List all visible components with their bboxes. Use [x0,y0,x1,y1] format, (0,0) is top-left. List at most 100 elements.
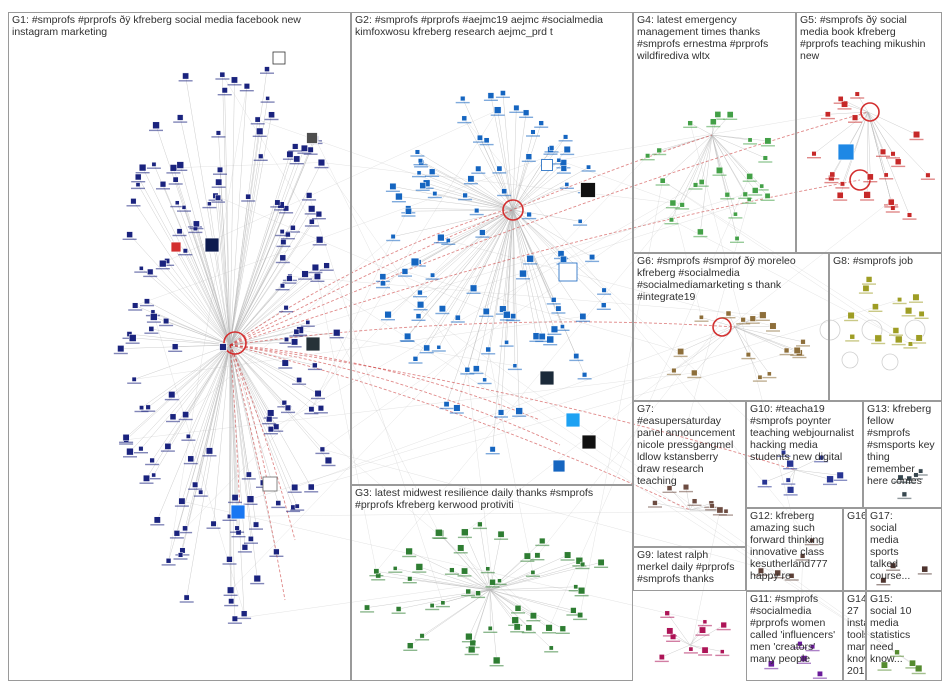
graph-node [398,268,412,277]
graph-node [263,426,278,435]
edge [168,86,247,561]
edge [184,344,231,529]
node-avatar [497,409,505,416]
graph-node [119,434,134,443]
graph-node [464,645,479,656]
graph-node [314,158,329,169]
graph-node [640,153,655,161]
node-label-mark [885,211,900,213]
node-avatar [671,367,677,374]
node-label-mark [134,271,149,273]
node-avatar [417,158,423,164]
graph-node [720,192,735,200]
graph-node [237,610,252,620]
node-avatar [219,71,226,78]
graph-node [458,192,473,201]
node-avatar [469,284,478,292]
node-label-mark [177,210,191,212]
node-label-mark [460,373,475,375]
group-panel-g6: G6: #smprofs #smprof ðÿ moreleo kfreberg… [633,253,829,401]
group-panel-g11: G11: #smprofs #socialmedia #prprofs wome… [746,591,843,681]
graph-node [814,455,829,463]
node-avatar [560,255,567,263]
node-label-mark [239,90,254,92]
graph-node [385,182,400,192]
node-avatar [405,207,412,215]
graph-node [241,193,256,202]
graph-node [282,275,297,284]
edge [229,344,323,450]
graph-node [752,374,767,382]
facebook-icon [230,504,246,520]
node-label-mark [135,172,150,174]
node-avatar [485,566,491,572]
node-label-mark [483,631,498,633]
graph-node [912,334,927,344]
graph-node [544,645,559,653]
node-label-mark [694,320,709,322]
ap-icon [581,434,597,450]
graph-node [652,147,667,156]
node-label-mark [868,310,883,312]
node-label-mark [170,205,185,208]
graph-node [402,576,417,584]
node-avatar [890,562,897,569]
node-avatar [559,625,566,632]
node-avatar [560,165,567,172]
graph-node [329,329,344,339]
node-avatar [437,233,445,242]
graph-node [166,164,181,174]
graph-node [174,497,189,507]
graph-node [304,218,319,227]
node-avatar [769,322,777,330]
node-avatar [575,557,584,565]
node-avatar [492,656,501,665]
graph-node [723,111,738,120]
graph-node [215,71,230,80]
node-label-mark [522,217,537,220]
graph-node [694,179,709,187]
node-label-mark [783,494,798,496]
node-avatar [894,158,902,165]
node-label-mark [311,397,325,400]
node-avatar [901,491,908,497]
node-avatar [227,586,235,594]
graph-node [483,92,498,101]
node-avatar [887,198,895,206]
node-avatar [315,210,323,218]
edge [181,501,705,623]
graph-node [177,205,191,212]
node-avatar [217,166,223,173]
group-label-g6: G6: #smprofs #smprof ðÿ moreleo kfreberg… [637,255,796,303]
node-label-mark [217,94,232,96]
node-avatar [205,447,213,455]
graph-node [662,485,677,493]
hub-avatar-node [219,343,227,351]
edge [196,223,231,346]
node-avatar [419,633,425,639]
node-label-mark [897,497,912,500]
edge [186,344,231,598]
graph-node [679,484,693,493]
node-label-mark [455,101,470,104]
graph-node [879,172,894,180]
group-panel-g13: G13: kfreberg fellow #smprofs #smsports … [863,401,942,508]
graph-node [525,570,540,577]
node-label-mark [662,635,677,637]
node-label-mark [820,117,835,120]
large-avatar-node [837,143,855,161]
graph-node [290,503,305,511]
node-label-mark [155,268,170,270]
node-label-mark [188,488,203,490]
node-avatar [489,579,496,586]
large-avatar-node [558,262,578,282]
graph-node [495,305,510,315]
edge [711,134,751,141]
node-label-mark [745,322,760,324]
edge [794,469,831,480]
edge [734,314,763,328]
node-avatar [290,225,296,231]
edge [654,502,691,511]
hub-edge [229,111,869,346]
edge [434,193,514,211]
